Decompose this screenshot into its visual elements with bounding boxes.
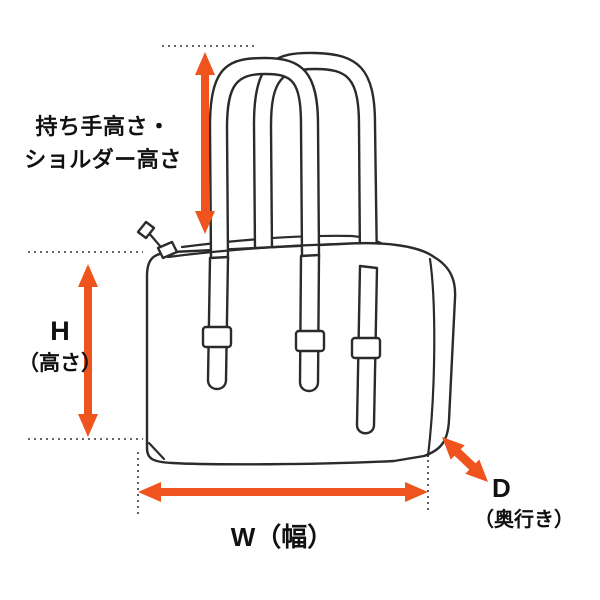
width-arrow-head-right bbox=[405, 482, 428, 502]
depth-label: D （奥行き） bbox=[474, 474, 600, 532]
height-arrow-head-bottom bbox=[78, 414, 98, 437]
height-label-symbol: H bbox=[50, 316, 70, 346]
depth-arrow-head-lower bbox=[465, 459, 488, 482]
bag-side-seam bbox=[426, 257, 436, 458]
bag-zipper-slider bbox=[156, 240, 179, 260]
bag-zipper-pull-tab bbox=[136, 220, 156, 240]
depth-arrow-shaft bbox=[452, 447, 478, 472]
bag-zipper-line bbox=[166, 242, 342, 259]
bag-corner-seam bbox=[147, 441, 166, 461]
depth-arrow bbox=[442, 437, 488, 482]
width-arrow bbox=[138, 482, 428, 502]
bag-front-strap-left-keeper bbox=[201, 325, 233, 349]
handle-height-label-line2: ショルダー高さ bbox=[24, 147, 182, 172]
bag-front-strap-left bbox=[206, 255, 230, 391]
handle-height-label-line1: 持ち手高さ・ bbox=[35, 114, 171, 139]
handle-height-arrow-head-top bbox=[195, 52, 215, 75]
bag-front-strap-right bbox=[298, 253, 321, 393]
height-arrow bbox=[78, 264, 98, 437]
bag-rear-strap-keeper bbox=[350, 336, 382, 360]
bag-illustration bbox=[136, 51, 457, 466]
height-label: H （高さ） bbox=[10, 316, 110, 377]
bag-front-strap-right-keeper bbox=[294, 329, 326, 353]
depth-label-symbol: D bbox=[492, 473, 511, 503]
height-label-caption: （高さ） bbox=[18, 352, 102, 375]
guide-lines bbox=[28, 45, 429, 514]
width-arrow-head-left bbox=[138, 482, 161, 502]
depth-arrow-head-upper bbox=[442, 437, 465, 460]
width-label: W（幅） bbox=[230, 522, 334, 552]
handle-height-arrow-head-bottom bbox=[195, 211, 215, 234]
handle-height-label: 持ち手高さ・ ショルダー高さ bbox=[8, 110, 198, 176]
height-arrow-head-top bbox=[78, 264, 98, 287]
handle-height-arrow bbox=[195, 52, 215, 234]
depth-label-caption: （奥行き） bbox=[474, 509, 574, 531]
